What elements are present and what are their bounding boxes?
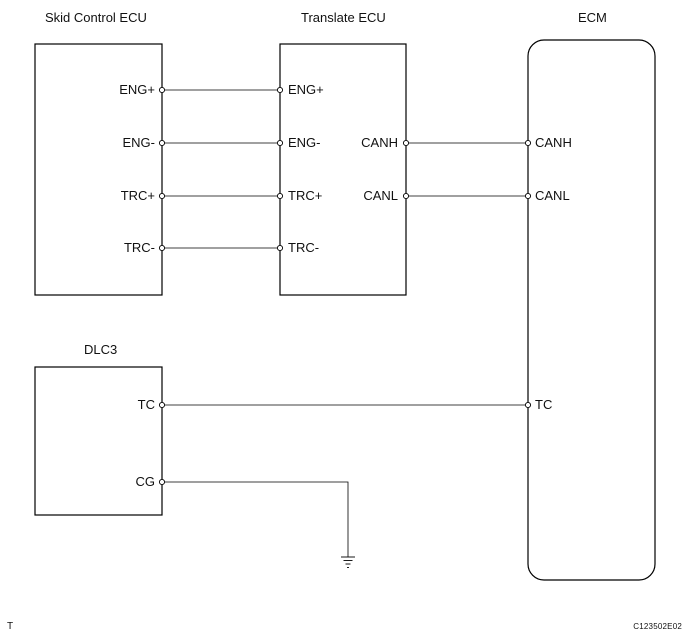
skid-pin-trc-plus: TRC+: [120, 188, 155, 203]
terminal-ecm-tc: [524, 401, 532, 409]
terminal-translate-trc-minus: [276, 244, 284, 252]
translate-ecu-title: Translate ECU: [301, 10, 386, 25]
dlc3-pin-tc: TC: [137, 397, 155, 412]
terminal-dlc3-cg: [158, 478, 166, 486]
ground-icon: [341, 556, 355, 568]
terminal-translate-canh: [402, 139, 410, 147]
terminal-skid-trc-minus: [158, 244, 166, 252]
wire-cg-ground: [162, 481, 349, 557]
skid-control-ecu-box: [34, 43, 163, 296]
terminal-translate-trc-plus: [276, 192, 284, 200]
translate-pin-canl: CANL: [363, 188, 398, 203]
terminal-skid-trc-plus: [158, 192, 166, 200]
ecm-pin-canl: CANL: [535, 188, 570, 203]
translate-pin-canh: CANH: [361, 135, 398, 150]
ecm-pin-tc: TC: [535, 397, 553, 412]
translate-pin-eng-minus: ENG-: [288, 135, 321, 150]
ecm-pin-canh: CANH: [535, 135, 572, 150]
terminal-translate-canl: [402, 192, 410, 200]
terminal-translate-eng-minus: [276, 139, 284, 147]
terminal-ecm-canl: [524, 192, 532, 200]
figure-reference: C123502E02: [633, 622, 682, 631]
terminal-ecm-canh: [524, 139, 532, 147]
skid-pin-eng-minus: ENG-: [122, 135, 156, 150]
terminal-skid-eng-plus: [158, 86, 166, 94]
dlc3-box: [34, 366, 163, 516]
skid-control-ecu-title: Skid Control ECU: [45, 10, 147, 25]
translate-pin-trc-minus: TRC-: [288, 240, 320, 255]
ecm-title: ECM: [578, 10, 607, 25]
translate-ecu-box: [279, 43, 407, 296]
terminal-translate-eng-plus: [276, 86, 284, 94]
ecm-box: [527, 39, 656, 581]
skid-pin-eng-plus: ENG+: [119, 82, 155, 97]
dlc3-title: DLC3: [84, 342, 118, 357]
translate-pin-trc-plus: TRC+: [288, 188, 323, 203]
translate-pin-eng-plus: ENG+: [288, 82, 324, 97]
skid-pin-trc-minus: TRC-: [123, 240, 155, 255]
corner-mark: T: [7, 621, 14, 632]
terminal-dlc3-tc: [158, 401, 166, 409]
terminal-skid-eng-minus: [158, 139, 166, 147]
dlc3-pin-cg: CG: [135, 474, 156, 489]
